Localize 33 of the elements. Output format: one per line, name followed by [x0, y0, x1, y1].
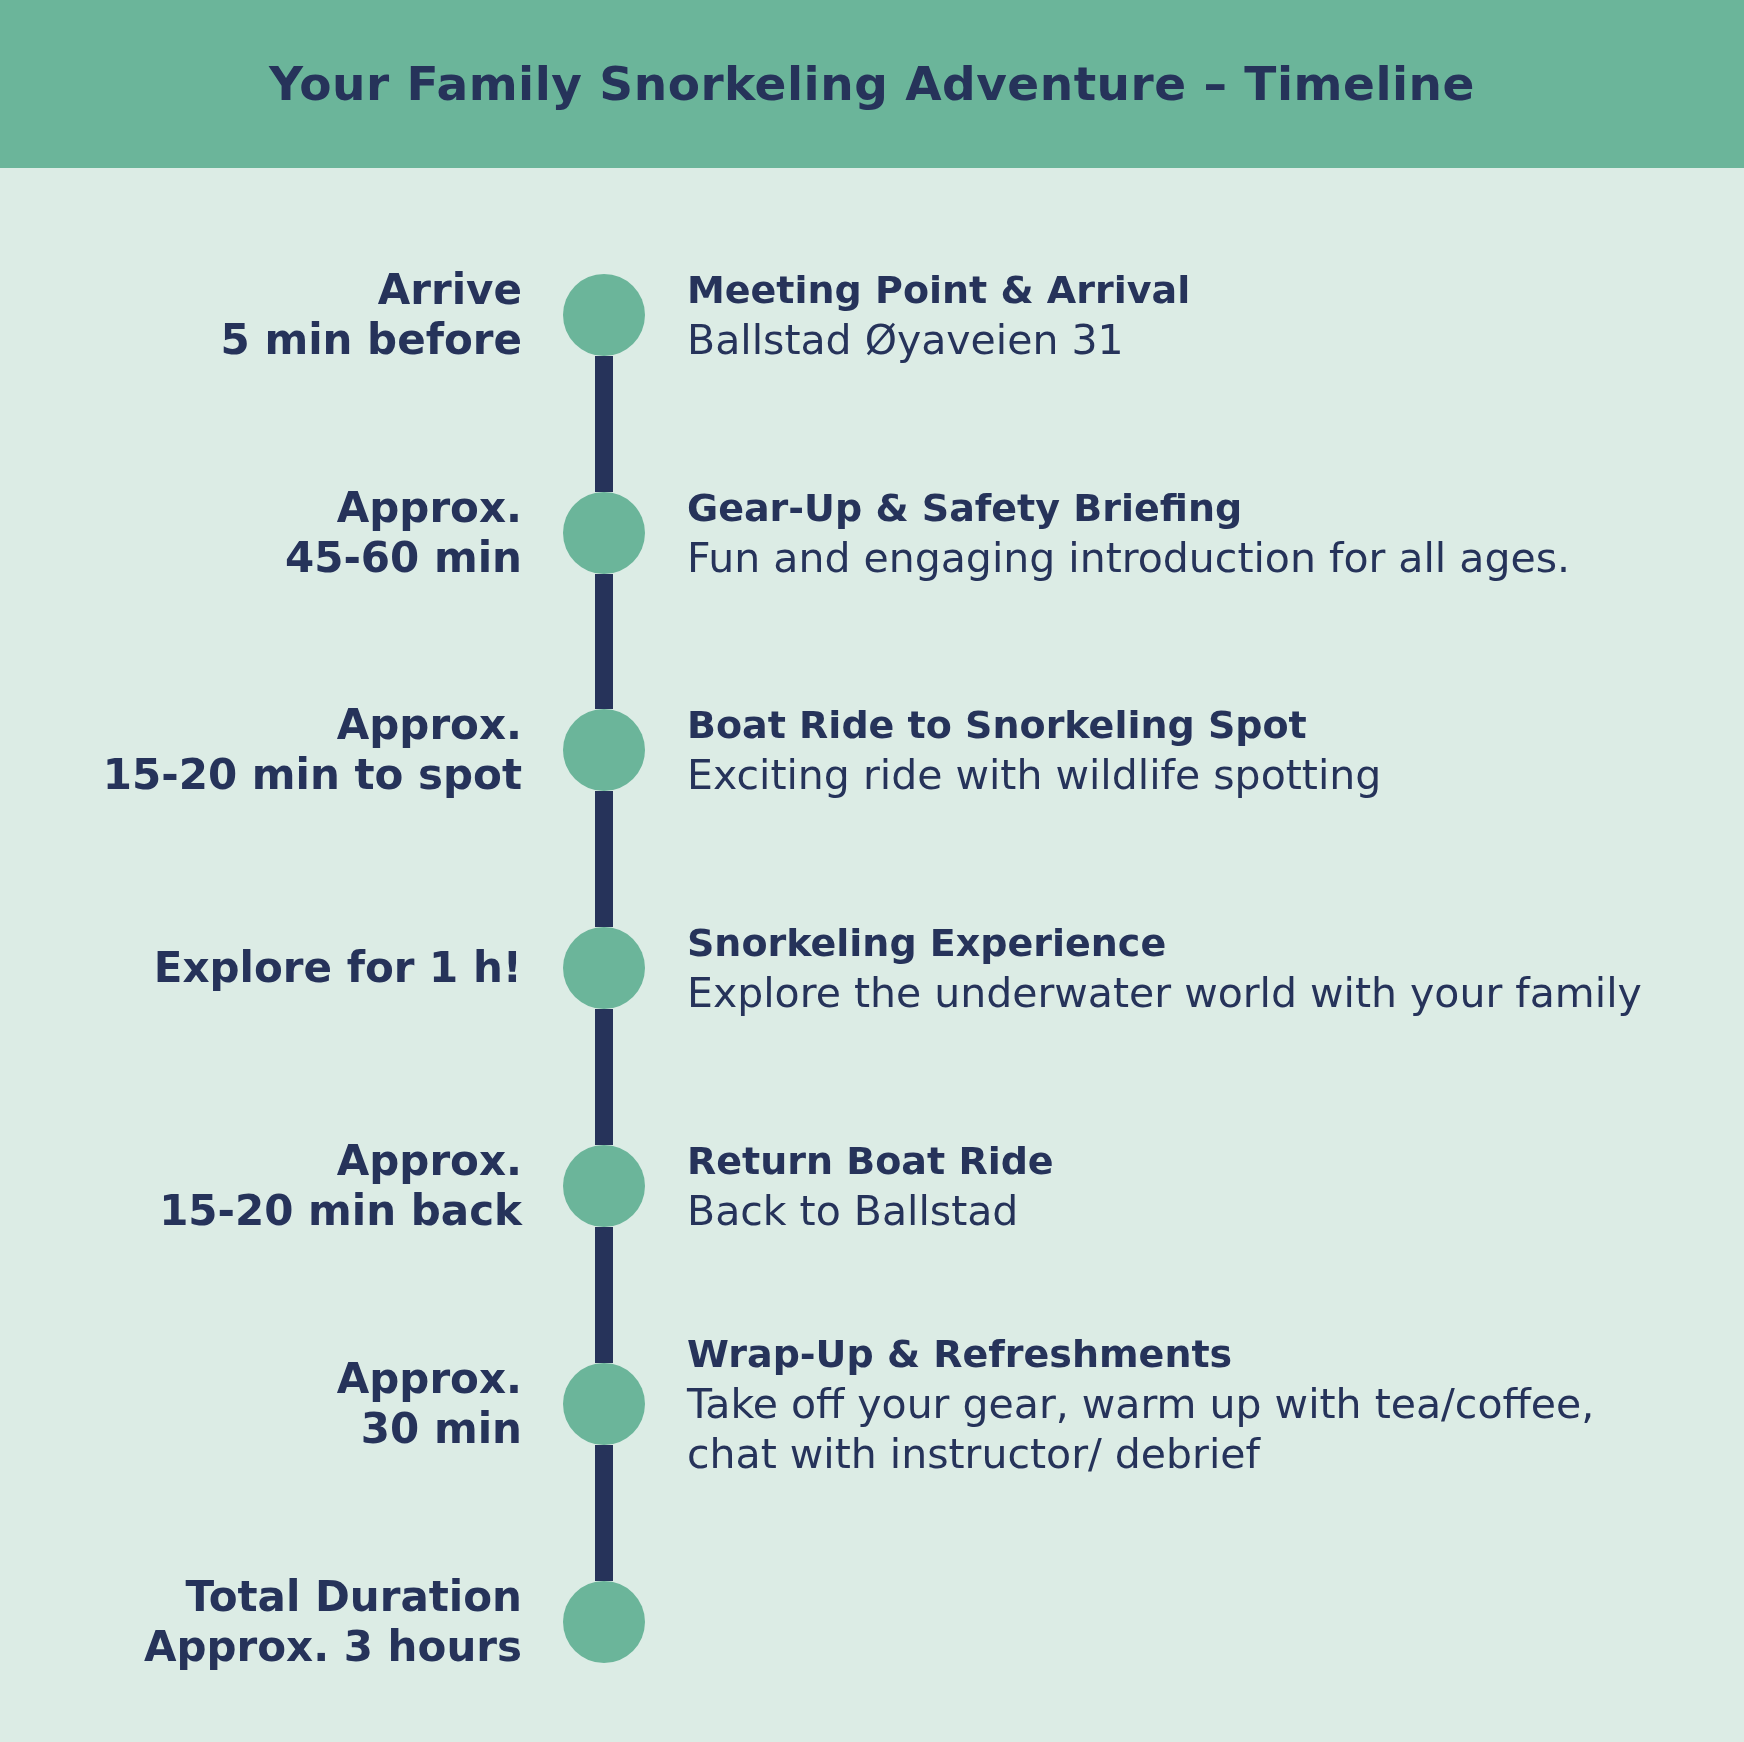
title: Your Family Snorkeling Adventure – Timeline — [268, 55, 1476, 113]
timeline-line — [595, 1227, 613, 1363]
timeline-line — [595, 1009, 613, 1145]
step-title: Wrap-Up & Refreshments — [687, 1331, 1234, 1378]
time-label: Arrive 5 min before — [220, 265, 522, 365]
timeline-dot — [563, 1581, 645, 1663]
step-description: Explore the underwater world with your family — [687, 968, 1643, 1018]
timeline-line — [595, 1445, 613, 1581]
step-description: Fun and engaging introduction for all ages. — [687, 533, 1572, 583]
timeline-dot — [563, 1145, 645, 1227]
step-description: Ballstad Øyaveien 31 — [687, 315, 1125, 365]
timeline-dot — [563, 274, 645, 356]
time-label: Explore for 1 h! — [153, 943, 522, 993]
timeline-line — [595, 791, 613, 927]
step-title: Return Boat Ride — [687, 1138, 1055, 1185]
timeline-dot — [563, 927, 645, 1009]
step-description: Back to Ballstad — [687, 1186, 1020, 1236]
time-label: Approx. 30 min — [336, 1354, 522, 1454]
time-label: Total Duration Approx. 3 hours — [143, 1572, 522, 1672]
time-label: Approx. 45-60 min — [285, 483, 522, 583]
step-title: Snorkeling Experience — [687, 920, 1168, 967]
timeline-dot — [563, 492, 645, 574]
step-title: Meeting Point & Arrival — [687, 267, 1192, 314]
timeline-dot — [563, 1363, 645, 1445]
timeline-line — [595, 356, 613, 492]
step-title: Gear-Up & Safety Briefing — [687, 485, 1244, 532]
time-label: Approx. 15-20 min back — [159, 1136, 522, 1236]
step-title: Boat Ride to Snorkeling Spot — [687, 702, 1308, 749]
step-description: Exciting ride with wildlife spotting — [687, 750, 1383, 800]
timeline-line — [595, 574, 613, 709]
step-description: Take off your gear, warm up with tea/coffee, chat with instructor/ debrief — [687, 1379, 1596, 1479]
timeline-dot — [563, 709, 645, 791]
time-label: Approx. 15-20 min to spot — [102, 700, 522, 800]
